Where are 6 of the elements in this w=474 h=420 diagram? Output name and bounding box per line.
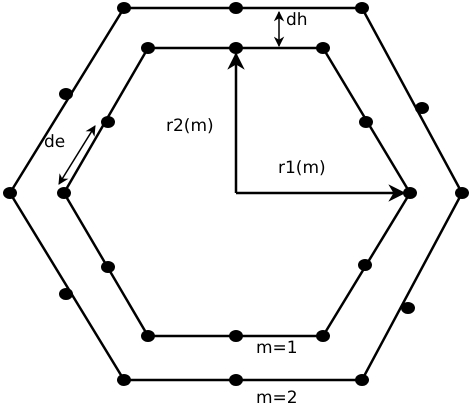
radius-label: r1(m) [278,160,326,177]
dimension-label: de [44,134,66,151]
dimension-label: dh [286,12,308,29]
radius-label: r2(m) [166,118,214,135]
ring-label: m=1 [256,340,298,357]
ring-label: m=2 [256,390,298,407]
